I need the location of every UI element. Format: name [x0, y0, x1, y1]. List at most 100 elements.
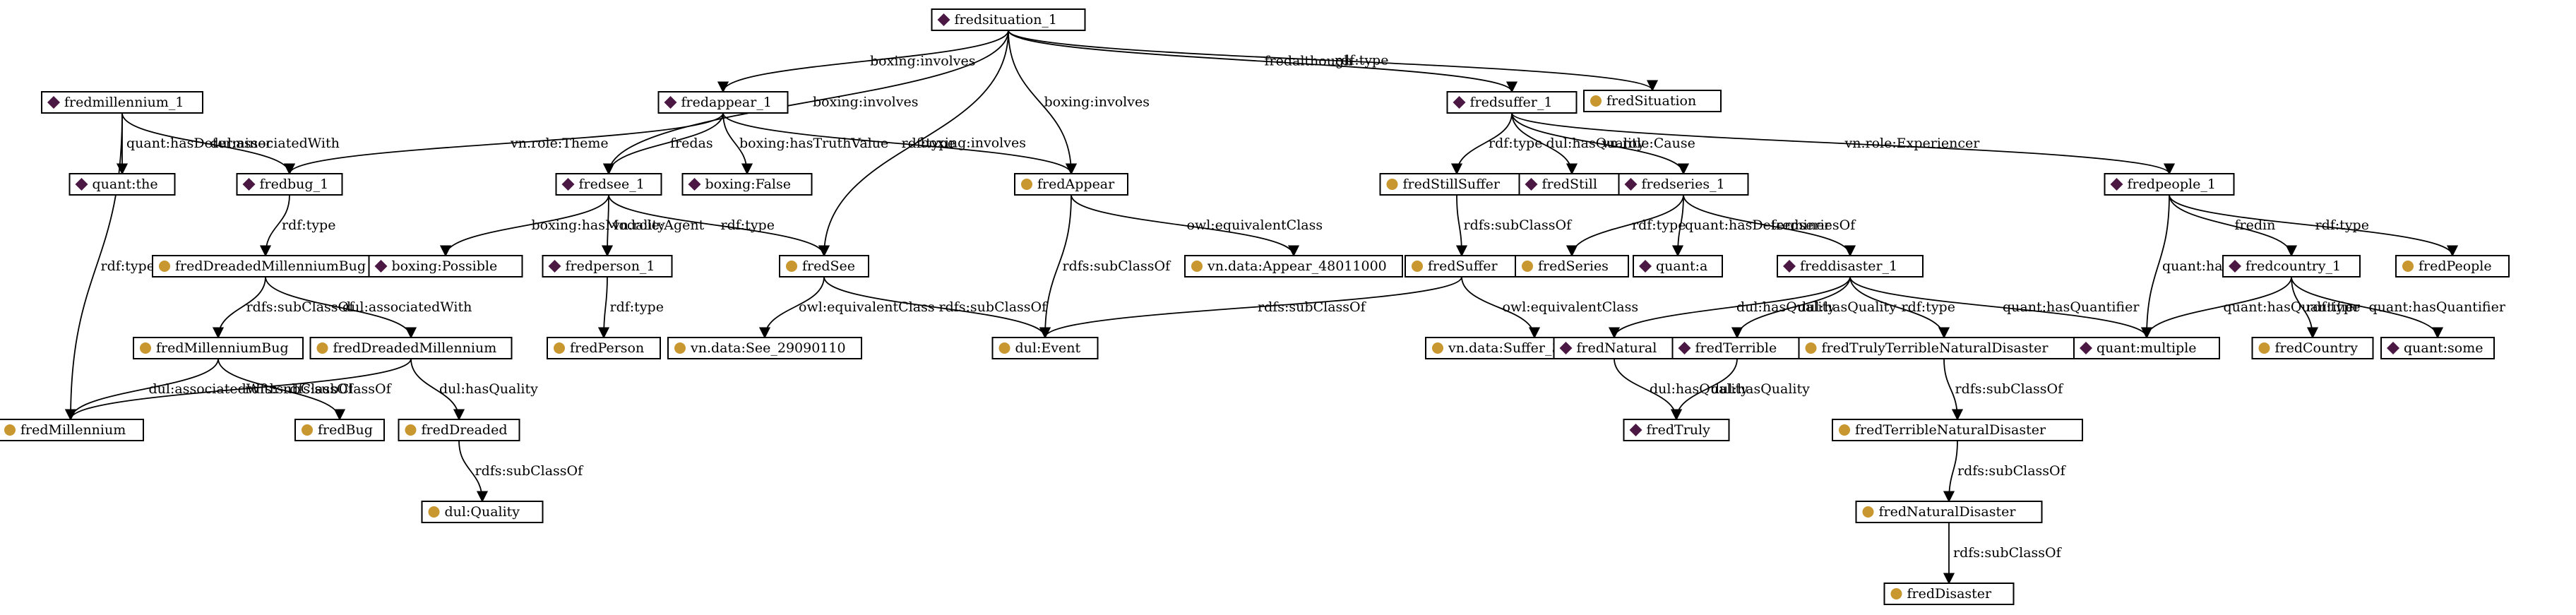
node-box: [2222, 255, 2361, 277]
edge-e47: rdfs:subClassOf: [65, 358, 412, 421]
edge-line: [1511, 112, 1690, 175]
node-fredpeople-1: fredpeople_1: [2104, 173, 2235, 196]
node-label: fredSuffer: [1428, 258, 1498, 274]
node-label: dul:Event: [1015, 340, 1081, 356]
edge-label: rdf:type: [1902, 299, 1955, 315]
node-box: [1618, 173, 1749, 196]
node-box: [2251, 337, 2374, 359]
edge-label: vn.role:Theme: [510, 136, 609, 151]
node-box: [547, 337, 661, 359]
edge-label: quant:hasQuantifier: [2224, 299, 2361, 315]
node-label: quant:the: [93, 177, 158, 192]
node-fredappear-1: fredappear_1: [657, 91, 789, 114]
node-fredMillenniumBug: fredMillenniumBug: [133, 337, 304, 359]
edge-line: [265, 276, 417, 339]
node-fredSee: fredSee: [779, 255, 869, 277]
node-label: fredmillennium_1: [64, 95, 184, 110]
edge-line: [217, 358, 346, 421]
edge-line: [2291, 276, 2444, 339]
edge-label: rdf:type: [902, 136, 955, 151]
edge-line: [2291, 276, 2319, 339]
node-label: fredNaturalDisaster: [1879, 504, 2017, 520]
edge-line: [1849, 276, 1950, 339]
edge-e27: fredseriesOf: [1683, 194, 1856, 257]
node-label: quant:multiple: [2097, 340, 2197, 356]
node-label: fredperson_1: [566, 258, 655, 274]
edge-line: [1511, 112, 2175, 175]
edge-e17: vn.role:Experiencer: [1511, 112, 2175, 175]
node-label: fredsituation_1: [955, 12, 1058, 28]
edge-e54: rdfs:subClassOf: [1943, 522, 2063, 585]
edge-line: [1455, 194, 1468, 257]
individual-diamond-icon: [688, 178, 701, 191]
edge-line: [717, 30, 1009, 93]
edge-e11: fredas: [602, 112, 724, 175]
edge-label: quant:hasQuantifier: [2369, 299, 2506, 315]
node-fredStill: fredStill: [1518, 173, 1626, 196]
edge-label: dul:hasQuality: [1650, 381, 1748, 397]
edge-line: [1609, 276, 1851, 339]
node-fredperson-1: fredperson_1: [542, 255, 673, 277]
edge-label: dul:associatedWith: [210, 136, 340, 151]
edge-label: rdf:type: [610, 299, 664, 315]
class-dot-icon: [1191, 261, 1203, 272]
edge-line: [65, 358, 412, 421]
node-box: [368, 255, 523, 277]
individual-diamond-icon: [2110, 178, 2123, 191]
individual-diamond-icon: [2080, 342, 2092, 354]
node-box: [931, 8, 1086, 31]
node-label: fredbug_1: [260, 177, 329, 192]
edge-e9: rdf:type: [64, 112, 155, 421]
individual-diamond-icon: [1624, 178, 1638, 191]
edge-label: fredalthough: [1265, 54, 1353, 69]
edge-line: [1671, 194, 1684, 257]
edge-label: owl:equivalentClass: [1187, 217, 1323, 233]
edge-e31: rdfs:subClassOf: [212, 276, 355, 339]
node-label: fredNatural: [1577, 340, 1657, 356]
edge-line: [601, 194, 614, 257]
node-fredmillennium-1: fredmillennium_1: [41, 91, 203, 114]
node-fredcountry-1: fredcountry_1: [2222, 255, 2361, 277]
edge-e16: vn.role:Cause: [1511, 112, 1695, 175]
node-label: vn.data:Appear_48011000: [1207, 258, 1387, 274]
edge-label: rdfs:subClassOf: [245, 381, 354, 397]
edge-line: [602, 112, 724, 175]
node-fredTrulyTerribleNaturalDisaster: fredTrulyTerribleNaturalDisaster: [1798, 337, 2090, 359]
class-dot-icon: [1522, 261, 1533, 272]
node-fredsituation-1: fredsituation_1: [931, 8, 1086, 31]
edge-e52: rdfs:subClassOf: [458, 440, 585, 503]
edge-line: [64, 112, 123, 421]
node-fredPerson: fredPerson: [547, 337, 661, 359]
edge-line: [2169, 194, 2298, 257]
edge-label: vn.role:Cause: [1602, 136, 1695, 151]
edge-e33: rdf:type: [597, 276, 664, 339]
edge-e22: owl:equivalentClass: [1071, 194, 1323, 257]
edge-label: rdfs:subClassOf: [475, 463, 585, 479]
class-dot-icon: [302, 424, 313, 436]
edge-label: boxing:involves: [870, 54, 976, 69]
edge-label: fredin: [2235, 217, 2276, 233]
class-dot-icon: [1590, 95, 1602, 107]
node-box: [542, 255, 673, 277]
node-label: fredSeries: [1538, 258, 1609, 274]
edge-line: [1511, 112, 1578, 175]
node-fredSuffer: fredSuffer: [1405, 255, 1519, 277]
edge-e25: rdf:type: [1566, 194, 1686, 257]
class-dot-icon: [2258, 342, 2270, 354]
individual-diamond-icon: [47, 96, 60, 109]
edge-label: rdf:type: [282, 217, 335, 233]
edge-e44: quant:hasQuantifier: [2291, 276, 2506, 339]
node-box: [667, 337, 862, 359]
edge-label: boxing:involves: [921, 136, 1027, 151]
edge-label: boxing:involves: [813, 95, 919, 110]
edge-line: [1943, 440, 1958, 503]
edge-line: [458, 440, 489, 503]
node-quant-some: quant:some: [2380, 337, 2495, 359]
node-fredDreadedMillennium: fredDreadedMillennium: [309, 337, 513, 359]
node-fredCountry: fredCountry: [2251, 337, 2374, 359]
node-fredBug: fredBug: [294, 419, 385, 441]
class-dot-icon: [4, 424, 16, 436]
edge-e5: boxing:involves: [1008, 30, 1150, 175]
edge-label: quant:hasDeterminer: [126, 136, 273, 151]
